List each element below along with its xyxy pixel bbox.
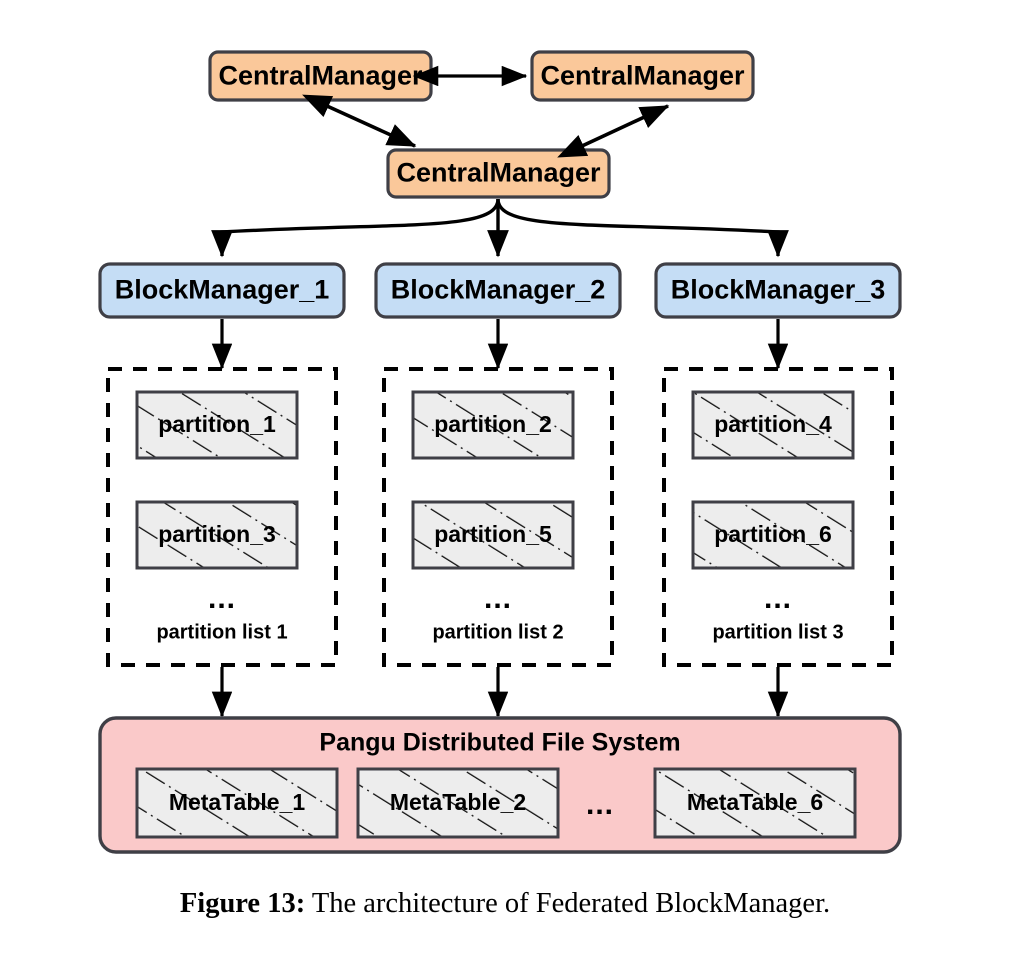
partition-6-label: partition_6 — [714, 521, 832, 547]
central-manager-left[interactable]: CentralManager — [208, 50, 433, 102]
partition-list-3: partition_4 partition_6 ... partition li… — [662, 367, 894, 718]
partition-5-box[interactable] — [411, 500, 575, 570]
partition-1-box[interactable] — [135, 390, 299, 460]
cm-middle-right-bidirectional-arrow — [557, 104, 670, 158]
partition-4-box[interactable] — [691, 390, 855, 460]
block-manager-2[interactable]: BlockManager_2 — [374, 262, 622, 319]
metatable-2-label: MetaTable_2 — [390, 789, 526, 815]
pangu-panel-title: Pangu Distributed File System — [319, 729, 680, 757]
partition-2[interactable]: partition_2 — [411, 390, 575, 460]
central-manager-middle-box[interactable] — [386, 148, 611, 199]
metatable-6-label: MetaTable_6 — [687, 789, 823, 815]
central-manager-right-label: CentralManager — [540, 61, 745, 91]
block-manager-3-label: BlockManager_3 — [671, 275, 886, 305]
pangu-file-system-panel[interactable]: Pangu Distributed File System MetaTable_… — [98, 716, 902, 854]
partition-6-box[interactable] — [691, 500, 855, 570]
central-manager-left-label: CentralManager — [218, 61, 423, 91]
partition-6[interactable]: partition_6 — [691, 500, 855, 570]
metatable-6-box[interactable] — [653, 767, 857, 839]
partition-4[interactable]: partition_4 — [691, 390, 855, 460]
block-manager-row: BlockManager_1 BlockManager_2 BlockManag… — [98, 262, 902, 370]
arrow-cm-to-blockmanager-3 — [496, 198, 789, 258]
central-to-block-manager-connectors — [211, 198, 789, 258]
metatable-2[interactable]: MetaTable_2 — [356, 767, 560, 839]
partition-3-label: partition_3 — [158, 521, 276, 547]
partition-list-3-container — [662, 367, 894, 667]
cm-left-middle-bidirectional-arrow — [302, 94, 417, 148]
central-manager-middle[interactable]: CentralManager — [386, 148, 611, 199]
partition-3[interactable]: partition_3 — [135, 500, 299, 570]
partition-5[interactable]: partition_5 — [411, 500, 575, 570]
arrow-cm-to-blockmanager-1 — [211, 198, 500, 258]
partition-list-2-container — [382, 367, 614, 667]
metatable-1-label: MetaTable_1 — [169, 789, 306, 815]
partition-list-1-ellipsis: ... — [208, 582, 236, 615]
figure-caption-label: Figure 13: — [179, 888, 306, 919]
block-manager-1-box[interactable] — [98, 262, 346, 319]
partition-list-2: partition_2 partition_5 ... partition li… — [382, 367, 614, 718]
metatable-6[interactable]: MetaTable_6 — [653, 767, 857, 839]
metatable-ellipsis: ... — [586, 788, 614, 821]
block-manager-1-label: BlockManager_1 — [115, 275, 330, 305]
central-manager-cluster: CentralManager CentralManager CentralMan… — [208, 50, 755, 199]
metatable-1[interactable]: MetaTable_1 — [135, 767, 339, 839]
figure-caption: Figure 13: The architecture of Federated… — [0, 888, 1010, 920]
partition-1-label: partition_1 — [158, 411, 276, 437]
partition-2-label: partition_2 — [434, 411, 552, 437]
partition-list-3-ellipsis: ... — [764, 582, 792, 615]
partition-4-label: partition_4 — [714, 411, 832, 437]
partition-list-3-caption: partition list 3 — [712, 621, 843, 643]
partition-list-2-ellipsis: ... — [484, 582, 512, 615]
partition-3-box[interactable] — [135, 500, 299, 570]
metatable-2-box[interactable] — [356, 767, 560, 839]
central-manager-right[interactable]: CentralManager — [530, 50, 755, 102]
block-manager-2-box[interactable] — [374, 262, 622, 319]
partition-1[interactable]: partition_1 — [135, 390, 299, 460]
metatable-1-box[interactable] — [135, 767, 339, 839]
partition-list-1-caption: partition list 1 — [156, 621, 287, 643]
partition-2-box[interactable] — [411, 390, 575, 460]
partition-list-1-container — [106, 367, 338, 667]
central-manager-middle-label: CentralManager — [396, 158, 601, 188]
partition-5-label: partition_5 — [434, 521, 552, 547]
partition-list-2-caption: partition list 2 — [432, 621, 563, 643]
partition-list-1: partition_1 partition_3 ... partition li… — [106, 367, 338, 718]
central-manager-right-box[interactable] — [530, 50, 755, 102]
block-manager-3[interactable]: BlockManager_3 — [654, 262, 902, 319]
block-manager-2-label: BlockManager_2 — [391, 275, 606, 305]
figure-caption-text: The architecture of Federated BlockManag… — [305, 888, 831, 919]
block-manager-1[interactable]: BlockManager_1 — [98, 262, 346, 319]
block-manager-3-box[interactable] — [654, 262, 902, 319]
